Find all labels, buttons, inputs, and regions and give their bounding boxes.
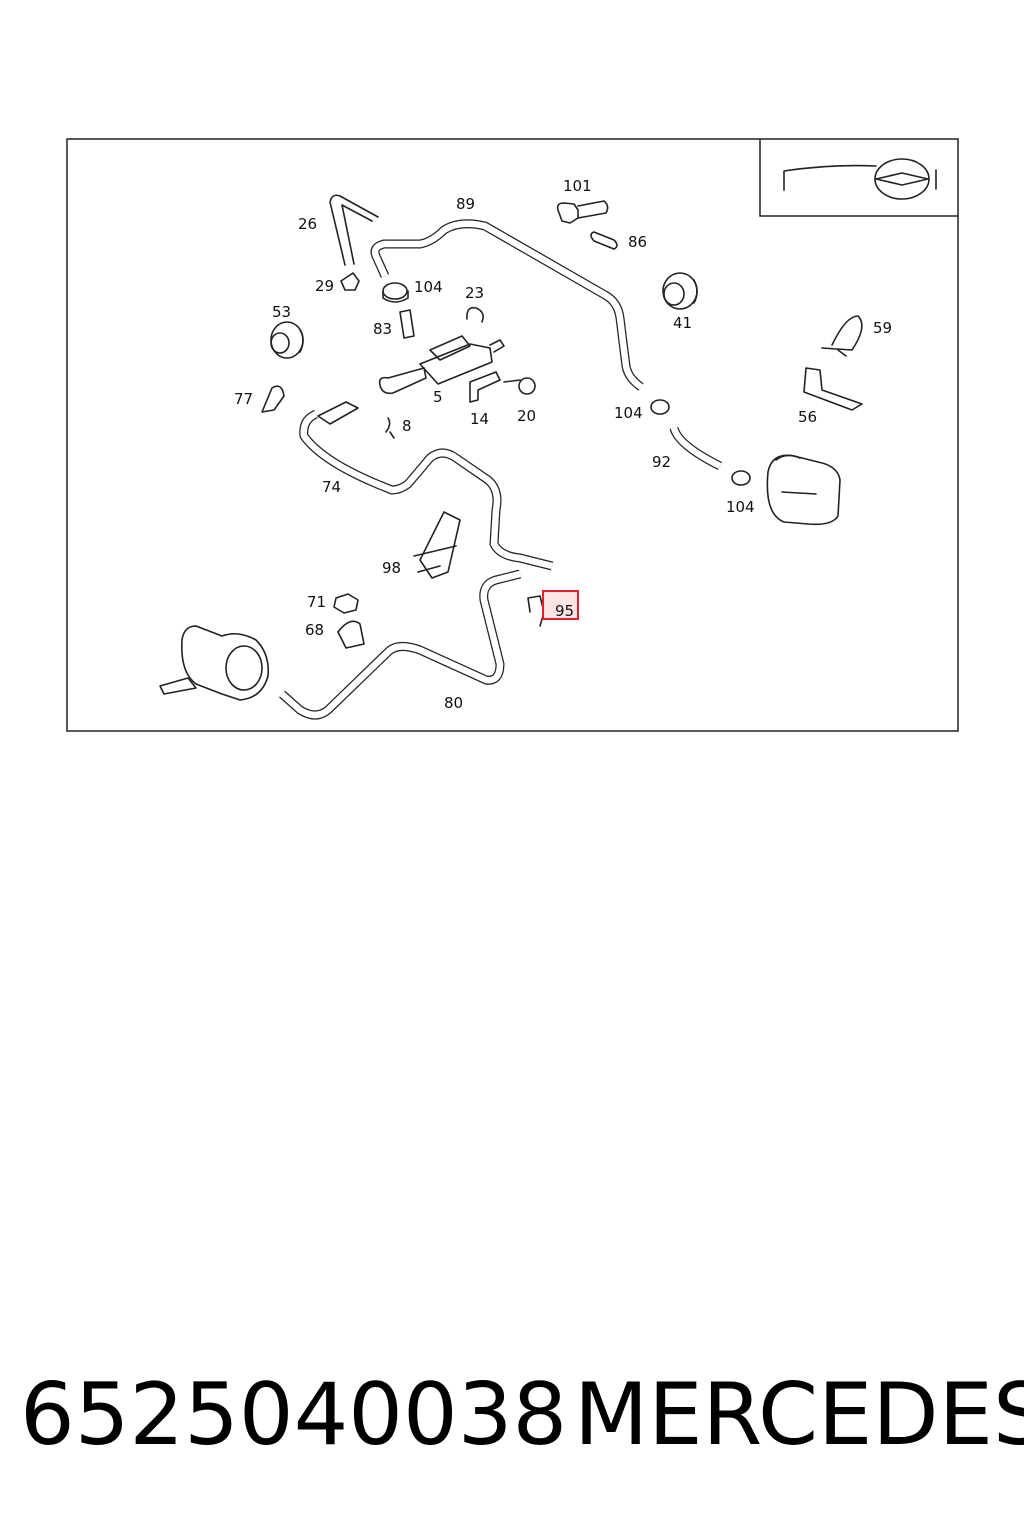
grommet-53 — [270, 321, 304, 359]
label-29[interactable]: 29 — [315, 277, 334, 295]
grommet-41 — [662, 272, 698, 310]
inset-frame — [759, 139, 958, 217]
slave-cylinder — [159, 625, 270, 701]
label-77[interactable]: 77 — [234, 390, 253, 408]
label-92[interactable]: 92 — [652, 453, 671, 471]
label-20[interactable]: 20 — [517, 407, 536, 425]
nut-71 — [333, 593, 359, 614]
highlight-box — [542, 590, 579, 620]
label-104c[interactable]: 104 — [726, 498, 755, 516]
label-53[interactable]: 53 — [272, 303, 291, 321]
label-14[interactable]: 14 — [470, 410, 489, 428]
clamp-104c — [731, 470, 751, 486]
label-83[interactable]: 83 — [373, 320, 392, 338]
line-89 — [370, 219, 644, 391]
label-101[interactable]: 101 — [563, 177, 592, 195]
label-56[interactable]: 56 — [798, 408, 817, 426]
part-29 — [340, 272, 360, 291]
label-23[interactable]: 23 — [465, 284, 484, 302]
label-89[interactable]: 89 — [456, 195, 475, 213]
bracket-98 — [413, 511, 461, 579]
hose-92 — [669, 426, 723, 471]
part-68 — [337, 620, 365, 649]
fluid-reservoir — [766, 454, 841, 526]
clip-59 — [821, 315, 863, 357]
line-80 — [279, 569, 522, 720]
label-74[interactable]: 74 — [322, 478, 341, 496]
label-26[interactable]: 26 — [298, 215, 317, 233]
label-98[interactable]: 98 — [382, 559, 401, 577]
clamp-104b — [650, 399, 670, 415]
line-74 — [299, 401, 554, 571]
steering-wheel-icon — [783, 158, 937, 200]
label-5[interactable]: 5 — [433, 388, 443, 406]
clip-8 — [385, 417, 395, 439]
part-number: 6525040038 — [20, 1365, 568, 1465]
footer: 6525040038 MERCEDES — [0, 1360, 1024, 1480]
label-80[interactable]: 80 — [444, 694, 463, 712]
master-cylinder-5 — [378, 335, 505, 395]
label-71[interactable]: 71 — [307, 593, 326, 611]
bracket-56 — [803, 367, 863, 411]
label-68[interactable]: 68 — [305, 621, 324, 639]
part-23 — [466, 306, 484, 323]
part-101 — [556, 200, 609, 224]
part-86 — [590, 231, 618, 250]
hose-26 — [329, 194, 379, 266]
clip-95 — [527, 595, 545, 627]
pin-83 — [399, 309, 415, 339]
label-104b[interactable]: 104 — [614, 404, 643, 422]
label-104a[interactable]: 104 — [414, 278, 443, 296]
label-41[interactable]: 41 — [673, 314, 692, 332]
label-86[interactable]: 86 — [628, 233, 647, 251]
label-95[interactable]: 95 — [555, 602, 574, 620]
label-59[interactable]: 59 — [873, 319, 892, 337]
bracket-14 — [469, 371, 501, 403]
bolt-20 — [503, 377, 536, 395]
parts-diagram: 101 89 26 86 29 104 23 53 41 83 59 77 5 … — [66, 138, 959, 732]
diagram-frame — [66, 138, 959, 732]
clamp-104a — [382, 282, 409, 303]
part-77 — [261, 385, 285, 413]
label-8[interactable]: 8 — [402, 417, 412, 435]
brand-name: MERCEDES — [574, 1365, 1024, 1465]
